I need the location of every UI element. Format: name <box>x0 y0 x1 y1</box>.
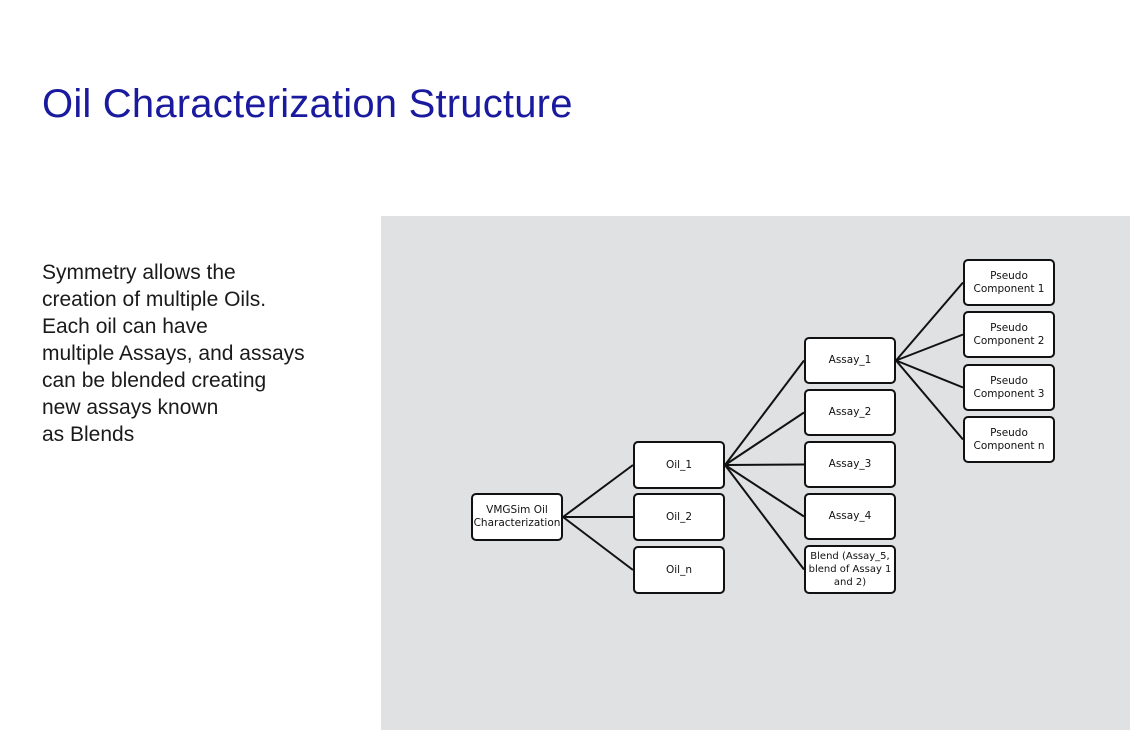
connector-assay-1-to-pseudo-1 <box>895 281 964 362</box>
connector-root-to-oil-1 <box>562 464 634 518</box>
node-vmgsim-oil-characterization[interactable]: VMGSim Oil Characterization <box>471 493 563 541</box>
connector-oil-1-to-assay-4 <box>724 464 805 518</box>
description-line: new assays known <box>42 396 219 419</box>
connector-oil-1-to-assay-3 <box>724 463 805 466</box>
node-oil-2[interactable]: Oil_2 <box>633 493 725 541</box>
connector-assay-1-to-pseudo-2 <box>895 333 964 362</box>
connector-oil-1-to-assay-1 <box>724 359 805 466</box>
node-assay-4[interactable]: Assay_4 <box>804 493 896 540</box>
node-pseudo-component-2[interactable]: Pseudo Component 2 <box>963 311 1055 358</box>
description-line: Symmetry allows the <box>42 261 236 284</box>
connector-oil-1-to-assay-2 <box>724 411 805 466</box>
node-pseudo-component-3[interactable]: Pseudo Component 3 <box>963 364 1055 411</box>
node-pseudo-component-n[interactable]: Pseudo Component n <box>963 416 1055 463</box>
node-assay-1[interactable]: Assay_1 <box>804 337 896 384</box>
node-assay-2[interactable]: Assay_2 <box>804 389 896 436</box>
description-text: Symmetry allows the creation of multiple… <box>42 259 362 448</box>
node-oil-1[interactable]: Oil_1 <box>633 441 725 489</box>
connector-oil-1-to-blend <box>724 464 805 571</box>
description-line: Each oil can have <box>42 315 208 338</box>
node-oil-n[interactable]: Oil_n <box>633 546 725 594</box>
connector-assay-1-to-pseudo-n <box>895 359 964 441</box>
slide-title: Oil Characterization Structure <box>42 82 573 126</box>
description-line: multiple Assays, and assays <box>42 342 305 365</box>
description-line: as Blends <box>42 423 135 446</box>
description-line: can be blended creating <box>42 369 267 392</box>
node-assay-3[interactable]: Assay_3 <box>804 441 896 488</box>
description-line: creation of multiple Oils. <box>42 288 267 311</box>
diagram-panel: VMGSim Oil Characterization Oil_1 Oil_2 … <box>381 216 1130 730</box>
node-blend[interactable]: Blend (Assay_5, blend of Assay 1 and 2) <box>804 545 896 594</box>
diagram-connectors <box>562 281 964 571</box>
connector-assay-1-to-pseudo-3 <box>895 359 964 389</box>
connector-root-to-oil-n <box>562 516 634 571</box>
node-pseudo-component-1[interactable]: Pseudo Component 1 <box>963 259 1055 306</box>
